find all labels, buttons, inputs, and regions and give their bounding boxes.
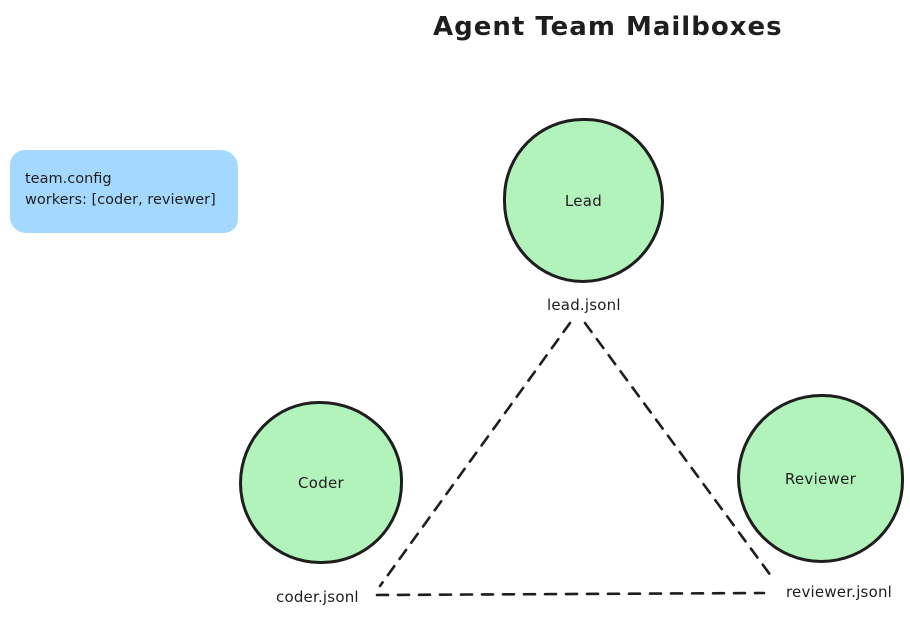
page-title: Agent Team Mailboxes [433,12,783,42]
config-line-workers: workers: [coder, reviewer] [25,191,216,208]
node-lead-label: Lead [564,191,603,210]
mailbox-label-lead: lead.jsonl [547,296,621,314]
link-coder-reviewer [375,591,766,597]
mailbox-label-coder: coder.jsonl [276,588,359,606]
link-lead-coder [378,321,572,588]
config-note: team.config workers: [coder, reviewer] [10,150,238,233]
config-line-filename: team.config [25,171,112,187]
node-coder-label: Coder [297,473,345,492]
node-coder: Coder [239,401,403,564]
node-reviewer: Reviewer [737,394,904,563]
mailbox-label-reviewer: reviewer.jsonl [786,583,893,601]
node-reviewer-label: Reviewer [784,469,857,488]
node-lead: Lead [503,118,664,283]
